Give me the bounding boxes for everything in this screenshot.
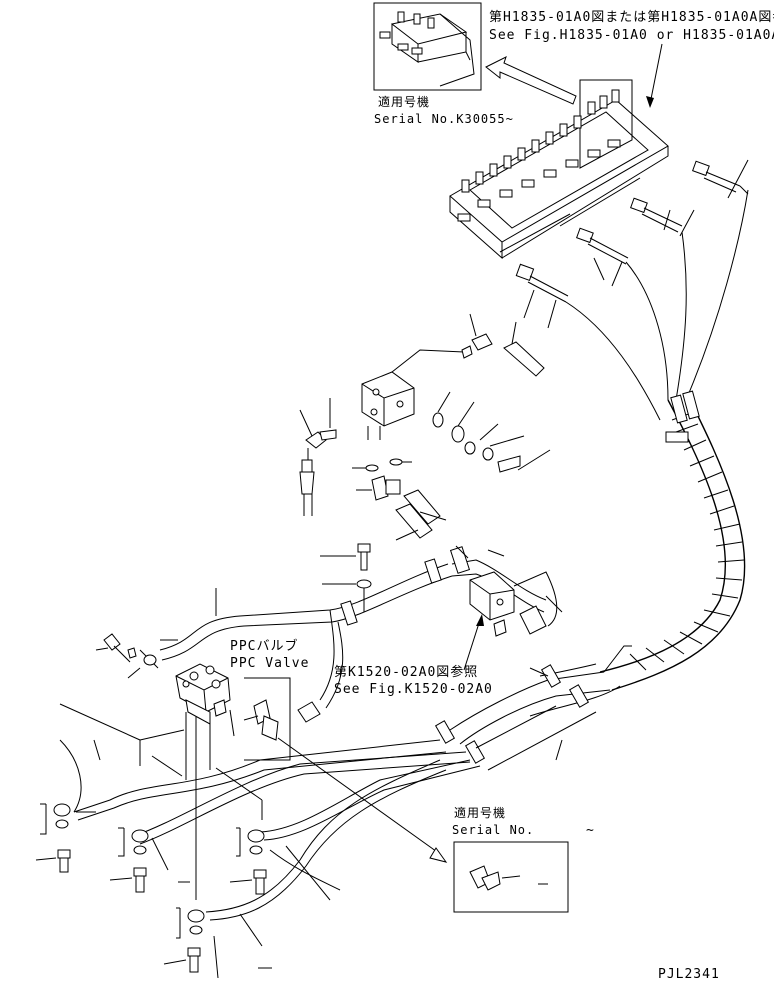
elbow-fittings-upper	[432, 313, 551, 473]
ppc-valve-jp: PPCバルブ	[230, 638, 298, 654]
ppc-valve-label: PPCバルブ PPC Valve	[230, 638, 309, 671]
reference-mid-jp: 第K1520-02A0図参照	[334, 664, 478, 680]
junction-block-mid	[469, 571, 563, 637]
inset-manifold-top	[373, 2, 482, 91]
serial-bottom-en: Serial No.	[452, 823, 534, 837]
arrow-to-inset	[485, 56, 577, 105]
serial-top-en: Serial No.K30055~	[374, 112, 514, 126]
junction-block-upper	[361, 349, 465, 440]
serial-bottom-tilde: ~	[586, 823, 595, 838]
left-elbow-and-tube	[299, 398, 337, 516]
serial-note-top: 適用号機 Serial No.K30055~	[374, 94, 514, 126]
elbow-inset-ppc	[243, 677, 291, 761]
serial-bottom-jp: 適用号機	[454, 805, 506, 820]
serial-top-jp: 適用号機	[378, 94, 430, 109]
reference-top-en: See Fig.H1835-01A0 or H1835-01A0A	[489, 28, 774, 43]
hose-bundle-spiral	[599, 390, 746, 691]
control-valve-manifold	[449, 79, 669, 260]
reference-note-middle: 第K1520-02A0図参照 See Fig.K1520-02A0	[334, 614, 493, 697]
bolt-mid	[320, 543, 372, 612]
manifold-hoses	[515, 159, 749, 421]
ppc-valve-en: PPC Valve	[230, 656, 309, 671]
figure-id: PJL2341	[658, 967, 720, 982]
reference-mid-en: See Fig.K1520-02A0	[334, 682, 493, 697]
lower-fittings	[40, 803, 265, 979]
arrow-to-bottom-inset	[277, 737, 448, 863]
lower-bolts	[35, 849, 272, 973]
orings-and-fittings-mid	[352, 458, 447, 541]
lower-hose-bundle	[434, 645, 632, 771]
middle-hoses	[159, 545, 547, 723]
inset-elbow-bottom	[453, 841, 569, 913]
left-upper-bolt	[95, 633, 178, 679]
ppc-valve	[139, 649, 235, 900]
reference-top-jp: 第H1835-01A0図または第H1835-01A0A図参照	[489, 9, 774, 25]
serial-note-bottom: 適用号機 Serial No. ~	[452, 805, 595, 838]
reference-note-top: 第H1835-01A0図または第H1835-01A0A図参照 See Fig.H…	[489, 9, 774, 108]
lower-hoses	[59, 739, 481, 921]
